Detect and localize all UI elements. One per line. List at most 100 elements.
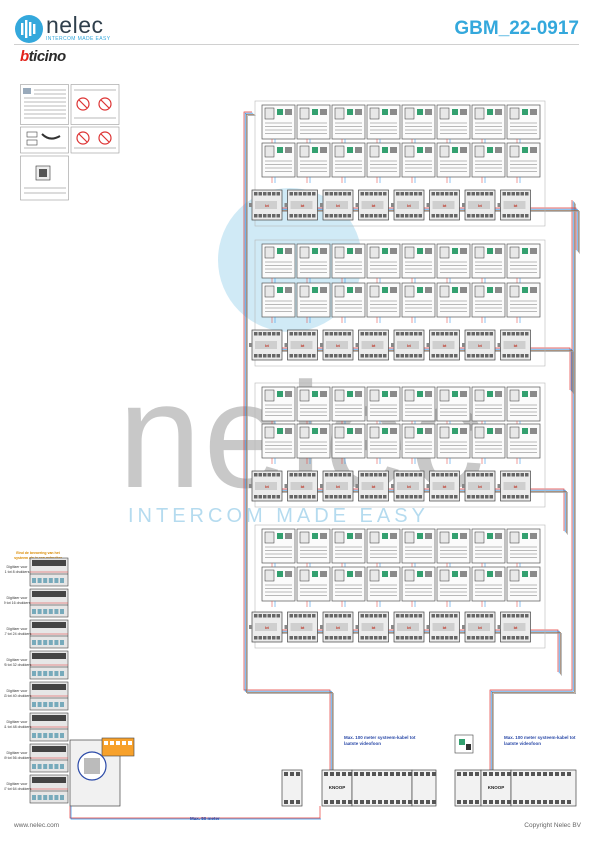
feed-left-bundle-1 bbox=[244, 112, 332, 772]
power-terminal bbox=[549, 800, 553, 804]
digitizer-terminal bbox=[32, 609, 36, 614]
module-connector bbox=[320, 484, 323, 488]
module-terminal bbox=[276, 636, 280, 640]
feed-cable-bottom bbox=[70, 806, 321, 820]
module-terminal bbox=[405, 214, 409, 218]
module-terminal bbox=[414, 473, 418, 477]
terminal-grey bbox=[285, 533, 292, 539]
block-frame bbox=[254, 524, 546, 649]
module-terminal bbox=[396, 214, 400, 218]
module-terminal bbox=[369, 354, 373, 358]
module-brand-mark: bt bbox=[514, 484, 518, 489]
module-terminal bbox=[294, 636, 298, 640]
terminal-green bbox=[347, 571, 353, 577]
module-terminal bbox=[307, 473, 311, 477]
terminal-grey bbox=[460, 391, 467, 397]
videophone-screen bbox=[404, 569, 415, 582]
module-terminal bbox=[502, 192, 506, 196]
max-cable-note-left: Max. 100 meter systeem-kabel tot laatste… bbox=[344, 735, 416, 746]
module-terminal bbox=[449, 495, 453, 499]
module-terminal bbox=[525, 192, 529, 196]
terminal-green bbox=[417, 287, 423, 293]
module-terminal bbox=[338, 495, 342, 499]
module-terminal bbox=[400, 495, 404, 499]
module-terminal bbox=[383, 495, 387, 499]
power-terminal bbox=[463, 800, 467, 804]
block-frame bbox=[254, 382, 546, 508]
power-terminal bbox=[290, 800, 294, 804]
videophone-screen bbox=[369, 145, 380, 158]
terminal-grey bbox=[390, 391, 397, 397]
module-terminal bbox=[445, 495, 449, 499]
module-terminal bbox=[400, 332, 404, 336]
module-terminal bbox=[272, 354, 276, 358]
module-terminal bbox=[507, 332, 511, 336]
power-terminal bbox=[342, 800, 346, 804]
terminal-green bbox=[417, 248, 423, 254]
module-terminal bbox=[329, 332, 333, 336]
module-label-plate bbox=[255, 623, 277, 631]
digitizer-terminal bbox=[37, 609, 42, 614]
module-label-plate bbox=[361, 341, 384, 349]
power-terminal bbox=[483, 772, 487, 776]
module-terminal bbox=[360, 214, 364, 218]
module-connector bbox=[391, 625, 394, 629]
module-terminal bbox=[374, 214, 378, 218]
module-terminal bbox=[267, 332, 271, 336]
module-terminal bbox=[312, 192, 316, 196]
power-terminal bbox=[501, 772, 505, 776]
module-terminal bbox=[467, 192, 471, 196]
power-terminal bbox=[414, 772, 418, 776]
module-connector bbox=[320, 203, 323, 207]
module-label-plate bbox=[326, 623, 348, 631]
power-terminal bbox=[567, 800, 571, 804]
terminal-green bbox=[452, 147, 458, 153]
module-terminal bbox=[396, 354, 400, 358]
module-terminal bbox=[405, 614, 409, 618]
module-terminal bbox=[383, 636, 387, 640]
module-terminal bbox=[485, 332, 489, 336]
module-label-plate bbox=[468, 482, 490, 490]
module-terminal bbox=[400, 214, 404, 218]
module-connector bbox=[284, 203, 288, 207]
terminal-green bbox=[347, 147, 353, 153]
module-terminal bbox=[445, 354, 449, 358]
module-terminal bbox=[489, 636, 493, 640]
module-terminal bbox=[343, 614, 347, 618]
videophone-screen bbox=[299, 285, 310, 298]
module-terminal bbox=[516, 636, 520, 640]
module-terminal bbox=[520, 332, 524, 336]
videophone-screen bbox=[474, 145, 485, 158]
digitizer-label: 1 tot 8 drukkers bbox=[5, 570, 30, 574]
module-terminal bbox=[294, 495, 298, 499]
power-terminal bbox=[432, 772, 436, 776]
power-terminal bbox=[537, 800, 541, 804]
videophone-screen bbox=[404, 246, 415, 259]
terminal-green bbox=[382, 287, 388, 293]
terminal-grey bbox=[285, 147, 292, 153]
module-brand-mark: bt bbox=[301, 484, 305, 489]
module-terminal bbox=[378, 473, 382, 477]
digitizer-top-strip bbox=[32, 560, 66, 566]
power-terminal bbox=[372, 772, 376, 776]
terminal-green bbox=[487, 287, 493, 293]
module-label-plate bbox=[468, 623, 490, 631]
digitizer-label: 49 tot 56 drukkers bbox=[4, 756, 32, 760]
videophone-screen bbox=[509, 531, 520, 544]
module-brand-mark: bt bbox=[301, 343, 305, 348]
terminal-grey bbox=[425, 147, 432, 153]
module-terminal bbox=[325, 495, 329, 499]
module-terminal bbox=[476, 354, 480, 358]
digitizer-top-strip bbox=[32, 653, 66, 659]
brand-name: nelec bbox=[46, 12, 104, 38]
digitizer-terminal bbox=[54, 671, 59, 676]
module-terminal bbox=[360, 354, 364, 358]
footer-website[interactable]: www.nelec.com bbox=[14, 822, 60, 829]
digitizer-terminal bbox=[43, 609, 48, 614]
module-terminal bbox=[480, 495, 484, 499]
module-terminal bbox=[525, 473, 529, 477]
terminal-green bbox=[312, 109, 318, 115]
module-terminal bbox=[360, 495, 364, 499]
module-terminal bbox=[511, 614, 515, 618]
terminal-grey bbox=[530, 248, 537, 254]
